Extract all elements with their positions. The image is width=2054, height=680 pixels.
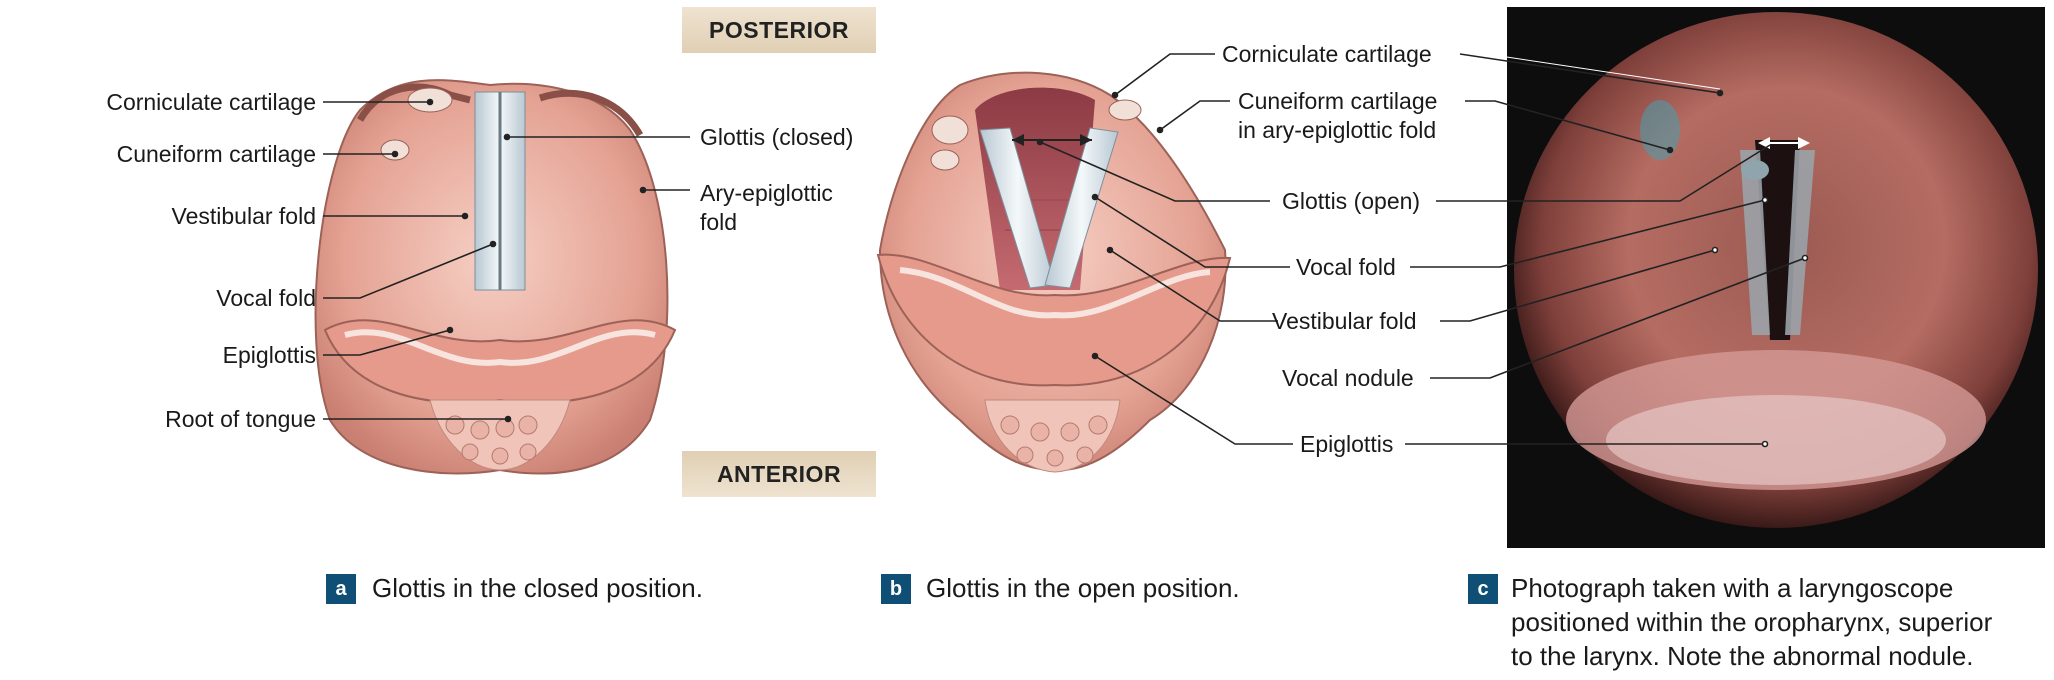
a-root-label: Root of tongue [165, 406, 316, 432]
b-cuneiform-line1: Cuneiform cartilage [1238, 88, 1438, 114]
b-corniculate-label: Corniculate cartilage [1222, 41, 1432, 67]
b-nodule-label: Vocal nodule [1282, 365, 1414, 391]
panel-a-drawing [314, 79, 677, 475]
caption-a-badge: a [326, 574, 356, 604]
caption-c-line2: positioned within the oropharynx, superi… [1511, 607, 1993, 637]
b-vestibular-label: Vestibular fold [1272, 308, 1417, 334]
a-vestibular-label: Vestibular fold [171, 203, 316, 229]
caption-c-badge: c [1468, 574, 1498, 604]
panel-a-leaders [323, 98, 690, 423]
caption-b: Glottis in the open position. [926, 573, 1240, 603]
b-cuneiform-line2: in ary-epiglottic fold [1238, 117, 1437, 143]
a-ary-line2: fold [700, 209, 738, 235]
posterior-label: POSTERIOR [682, 7, 876, 53]
b-glottis-open-label: Glottis (open) [1282, 188, 1421, 214]
b-epiglottis-label: Epiglottis [1300, 431, 1394, 457]
a-vocal-label: Vocal fold [216, 285, 316, 311]
caption-b-badge: b [881, 574, 911, 604]
a-epiglottis-label: Epiglottis [222, 342, 316, 368]
a-cuneiform-label: Cuneiform cartilage [116, 141, 316, 167]
anterior-label: ANTERIOR [682, 451, 876, 497]
caption-a: Glottis in the closed position. [372, 573, 703, 603]
a-glottis-closed-label: Glottis (closed) [700, 124, 854, 150]
a-corniculate-label: Corniculate cartilage [106, 89, 316, 115]
caption-c-line3: to the larynx. Note the abnormal nodule. [1511, 641, 1974, 671]
a-ary-line1: Ary-epiglottic [700, 180, 833, 206]
caption-c-line1: Photograph taken with a laryngoscope [1511, 573, 1954, 603]
panel-bc-leaders [1036, 49, 1809, 448]
panel-b-drawing [876, 71, 1232, 473]
laryngoscope-photo [1507, 7, 2045, 548]
b-vocal-label: Vocal fold [1296, 254, 1396, 280]
